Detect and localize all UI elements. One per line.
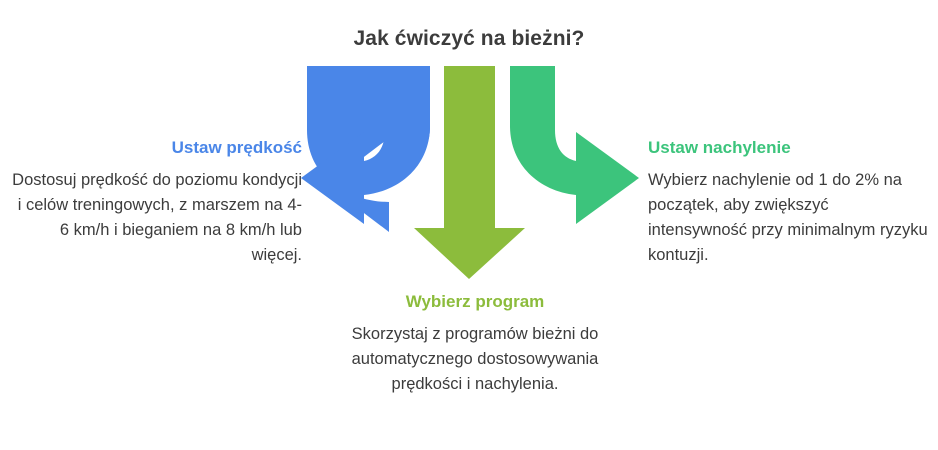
branch-speed-heading: Ustaw prędkość (171, 138, 302, 157)
branch-incline: Ustaw nachylenie Wybierz nachylenie od 1… (648, 138, 930, 268)
curved-arrow-right-icon (510, 66, 639, 224)
branch-incline-heading: Ustaw nachylenie (648, 138, 791, 157)
straight-arrow-down-icon (414, 66, 525, 279)
arrow-diagram (285, 60, 665, 285)
curved-arrow-left-body-icon (301, 66, 430, 224)
branch-program: Wybierz program Skorzystaj z programów b… (325, 292, 625, 397)
branch-speed-body: Dostosuj prędkość do poziomu kondycji i … (12, 171, 302, 264)
page-title: Jak ćwiczyć na bieżni? (353, 27, 585, 50)
branch-incline-body: Wybierz nachylenie od 1 do 2% na począte… (648, 171, 928, 264)
branch-speed: Ustaw prędkość Dostosuj prędkość do pozi… (10, 138, 302, 268)
branch-program-heading: Wybierz program (405, 292, 545, 311)
branch-program-body: Skorzystaj z programów bieżni do automat… (351, 325, 599, 393)
